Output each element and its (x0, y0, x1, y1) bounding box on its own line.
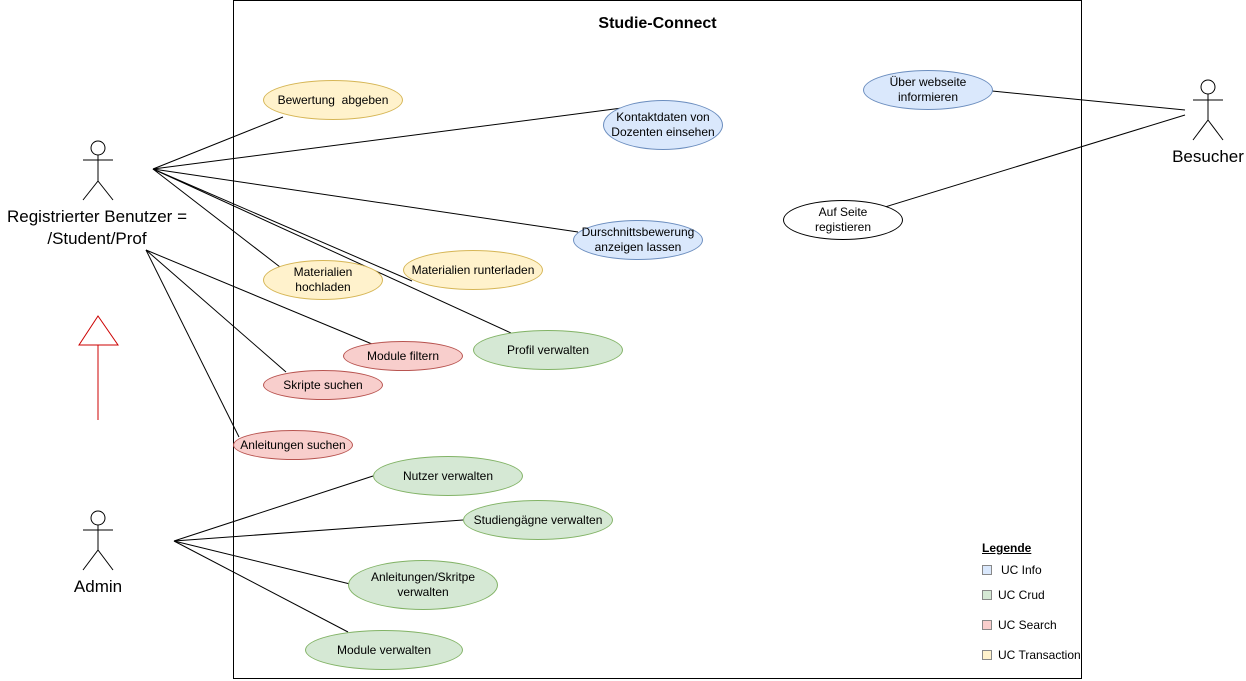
usecase-anleitungen-suchen[interactable]: Anleitungen suchen (233, 430, 353, 460)
admin-label: Admin (73, 577, 123, 596)
assoc-anleitungen-suchen (145, 249, 240, 438)
usecase-label: Durschnittsbewerung anzeigen lassen (581, 225, 695, 254)
assoc-bewertung (152, 116, 284, 170)
usecase-label: Auf Seite registieren (814, 205, 872, 234)
usecase-bewertung-abgeben[interactable]: Bewertung abgeben (263, 80, 403, 120)
legend-title: Legende (982, 541, 1032, 555)
legend-swatch-search (982, 620, 992, 630)
usecase-label: Nutzer verwalten (402, 468, 494, 483)
system-title: Studie-Connect (598, 15, 717, 32)
registered-user-label-text: Registrierter Benutzer = /Student/Prof (7, 207, 187, 248)
admin-actor-icon (82, 510, 114, 571)
usecase-auf-seite-registrieren[interactable]: Auf Seite registieren (783, 200, 903, 240)
legend-item-transaction: UC Transaction (982, 640, 1081, 670)
assoc-registrieren (884, 114, 1186, 208)
legend-swatch-transaction (982, 650, 992, 660)
usecase-label: Profil verwalten (506, 342, 590, 357)
usecase-label: Materialien runterladen (411, 262, 535, 277)
assoc-ueber (991, 90, 1186, 111)
usecase-ueber-webseite-informieren[interactable]: Über webseite informieren (863, 70, 993, 110)
usecase-anleitungen-skripte-verwalten[interactable]: Anleitungen/Skritpe verwalten (348, 560, 498, 610)
legend: Legende UC Info UC Crud UC Search UC Tra… (982, 541, 1081, 670)
usecase-label: Module verwalten (336, 642, 432, 657)
usecase-studiengaenge-verwalten[interactable]: Studiengägne verwalten (463, 500, 613, 540)
usecase-label: Anleitungen/Skritpe verwalten (370, 570, 476, 599)
assoc-module-verwalten (173, 540, 349, 633)
legend-label-crud: UC Crud (998, 588, 1045, 602)
legend-item-search: UC Search (982, 610, 1081, 640)
visitor-label: Besucher (1172, 147, 1244, 166)
usecase-kontaktdaten-einsehen[interactable]: Kontaktdaten von Dozenten einsehen (603, 100, 723, 150)
usecase-nutzer-verwalten[interactable]: Nutzer verwalten (373, 456, 523, 496)
usecase-durchschnittsbewertung[interactable]: Durschnittsbewerung anzeigen lassen (573, 220, 703, 260)
system-boundary (233, 0, 1082, 679)
registered-user-actor-icon (82, 140, 114, 201)
usecase-profil-verwalten[interactable]: Profil verwalten (473, 330, 623, 370)
association-lines (145, 90, 1186, 633)
assoc-skripte (145, 249, 287, 373)
assoc-studiengaenge (173, 519, 464, 542)
usecase-materialien-runterladen[interactable]: Materialien runterladen (403, 250, 543, 290)
legend-swatch-info (982, 565, 992, 575)
assoc-anleitungen-verwalten (173, 540, 351, 585)
usecase-skripte-suchen[interactable]: Skripte suchen (263, 370, 383, 400)
usecase-label: Skripte suchen (283, 377, 363, 392)
assoc-mat-hoch (152, 168, 281, 268)
legend-item-crud: UC Crud (982, 580, 1081, 610)
usecase-label: Anleitungen suchen (240, 437, 346, 452)
assoc-profil (152, 168, 512, 334)
visitor-actor-icon (1192, 79, 1224, 141)
usecase-label: Über webseite informieren (889, 75, 967, 104)
generalization-arrow-icon (78, 315, 119, 420)
assoc-kontaktdaten (152, 107, 623, 170)
usecase-module-filtern[interactable]: Module filtern (343, 341, 463, 371)
usecase-label: Bewertung abgeben (277, 92, 389, 107)
assoc-nutzer (173, 475, 374, 542)
legend-item-info: UC Info (982, 560, 1081, 580)
usecase-label: Module filtern (366, 348, 440, 363)
assoc-durchschnitt (152, 168, 579, 233)
assoc-mat-runter (152, 168, 413, 282)
legend-label-search: UC Search (998, 618, 1057, 632)
usecase-label: Kontaktdaten von Dozenten einsehen (611, 110, 715, 139)
usecase-module-verwalten[interactable]: Module verwalten (305, 630, 463, 670)
assoc-module-filtern (145, 249, 373, 345)
registered-user-label: Registrierter Benutzer = /Student/Prof (0, 206, 194, 250)
legend-label-info: UC Info (1001, 563, 1042, 577)
usecase-label: Materialien hochladen (293, 265, 353, 294)
usecase-materialien-hochladen[interactable]: Materialien hochladen (263, 260, 383, 300)
legend-swatch-crud (982, 590, 992, 600)
legend-label-transaction: UC Transaction (998, 648, 1081, 662)
usecase-label: Studiengägne verwalten (473, 512, 603, 527)
